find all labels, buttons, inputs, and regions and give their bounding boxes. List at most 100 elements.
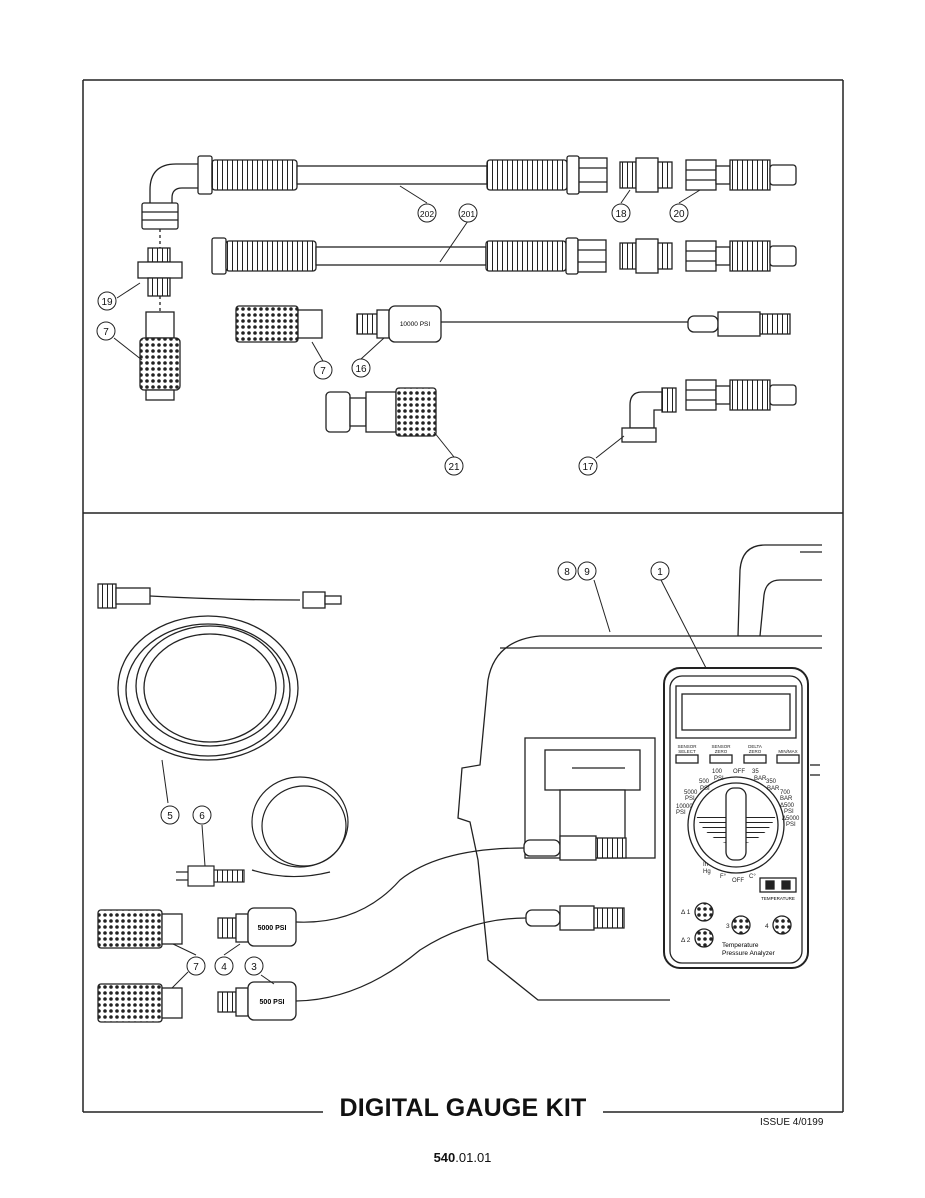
callout-202: 202 [417,203,437,223]
btn-sensor-zero-l2: ZERO [715,749,728,754]
btn-delta-zero-l1: DELTA [748,744,762,749]
issue-label: ISSUE 4/0199 [760,1117,824,1128]
meter-ports-text: Δ 1 3 4 Δ 2 [681,909,769,944]
adapter-fittings-18-20 [619,157,797,274]
svg-text:8: 8 [564,567,570,578]
callout-4: 4 [214,956,234,976]
page-number: 540.01.01 [0,1150,925,1165]
btn-minmax: MIN/MAX [778,749,797,754]
port-3: 3 [726,923,730,930]
sensor-cables [295,847,527,1002]
dial-5000-unit: PSI [685,796,695,802]
dial-10000-unit: PSI [676,810,686,816]
callout-7-bottom: 7 [186,956,206,976]
btn-sensor-zero-l1: SENSOR [711,744,731,749]
port-4: 4 [765,923,769,930]
callout-3: 3 [244,956,264,976]
drawing-frame [82,79,844,1113]
transducer-10000psi-16 [235,305,791,343]
meter-name-line2: Pressure Analyzer [722,950,776,957]
btn-delta-zero-l2: ZERO [749,749,762,754]
svg-text:17: 17 [582,462,594,473]
dial-35-unit: BAR [754,776,767,782]
meter-buttons-text: SENSOR SELECT SENSOR ZERO DELTA ZERO MIN… [677,744,797,754]
svg-text:18: 18 [615,209,627,220]
callout-8: 8 [557,561,577,581]
transducers-5000-500psi [97,907,297,1023]
dial-700: 700 [780,790,791,796]
dial-500-unit: PSI [700,786,710,792]
dial-350: 350 [766,779,777,785]
dial-c: C° [749,874,756,880]
btn-sensor-select-l2: SELECT [678,749,696,754]
callout-9: 9 [577,561,597,581]
dial-d5000: Δ5000 [782,816,800,822]
dial-d500-unit: PSI [784,809,794,815]
svg-text:7: 7 [320,366,326,377]
svg-text:20: 20 [673,209,685,220]
callout-7-top: 7 [96,321,116,341]
label-10000psi: 10000 PSI [400,321,431,328]
svg-text:16: 16 [355,364,367,375]
bottom-leader-lines [161,579,707,989]
dial-d500: Δ500 [780,803,795,809]
meter-dial-text: 100 PSI OFF 35 BAR 500 PSI 350 BAR 5000 … [676,769,800,884]
callout-201: 201 [458,203,478,223]
hose-assembly-201 [211,237,607,275]
svg-text:4: 4 [221,962,227,973]
svg-text:5: 5 [167,811,173,822]
meter-temperature-label: TEMPERATURE [761,896,795,901]
thermocouple-probe-6 [176,776,349,887]
dial-700-unit: BAR [780,796,793,802]
meter-name-line1: Temperature [722,942,759,949]
dial-35: 35 [752,769,759,775]
dial-500: 500 [699,779,710,785]
label-5000psi: 5000 PSI [258,925,287,932]
svg-text:1: 1 [657,567,663,578]
adapter-19-coupler-7 [137,229,183,401]
dial-5000: 5000 [684,790,698,796]
svg-text:202: 202 [420,209,434,219]
dial-350-unit: BAR [767,786,780,792]
dial-d5000-unit: PSI [786,822,796,828]
callout-7-mid: 7 [313,360,333,380]
pressure-analyzer-meter [663,667,809,969]
callout-18: 18 [611,203,631,223]
elbow-adapter-17 [621,379,797,443]
sensor-connectors [523,835,627,931]
dial-10000: 10000 [676,804,693,810]
top-leader-lines [113,185,701,459]
svg-text:19: 19 [101,297,113,308]
btn-sensor-select-l1: SENSOR [677,744,697,749]
dial-off-bottom: OFF [732,878,744,884]
svg-text:7: 7 [193,962,199,973]
drawing-title: DIGITAL GAUGE KIT [323,1094,603,1123]
callout-5: 5 [160,805,180,825]
page-number-bold: 540 [433,1150,456,1165]
callout-6: 6 [192,805,212,825]
dial-f: F° [720,874,727,880]
callouts: 202 201 18 20 19 7 7 16 21 17 8 9 1 5 6 … [96,203,689,976]
callout-21: 21 [444,456,464,476]
label-500psi: 500 PSI [260,999,285,1006]
coiled-cable-5 [97,583,342,761]
callout-1: 1 [650,561,670,581]
hose-assembly-202 [141,155,608,230]
callout-17: 17 [578,456,598,476]
dial-100-unit: PSI [714,776,724,782]
dial-inhg-unit: Hg [703,869,711,875]
svg-text:201: 201 [461,209,475,219]
callout-20: 20 [669,203,689,223]
page-number-rest: .01.01 [455,1150,492,1165]
svg-text:9: 9 [584,567,590,578]
dial-100: 100 [712,769,723,775]
svg-text:3: 3 [251,962,257,973]
port-d2: Δ 2 [681,937,691,944]
port-d1: Δ 1 [681,909,691,916]
svg-text:6: 6 [199,811,205,822]
svg-text:7: 7 [103,327,109,338]
quick-coupler-21 [325,387,437,437]
callout-16: 16 [351,358,371,378]
svg-text:21: 21 [448,462,460,473]
